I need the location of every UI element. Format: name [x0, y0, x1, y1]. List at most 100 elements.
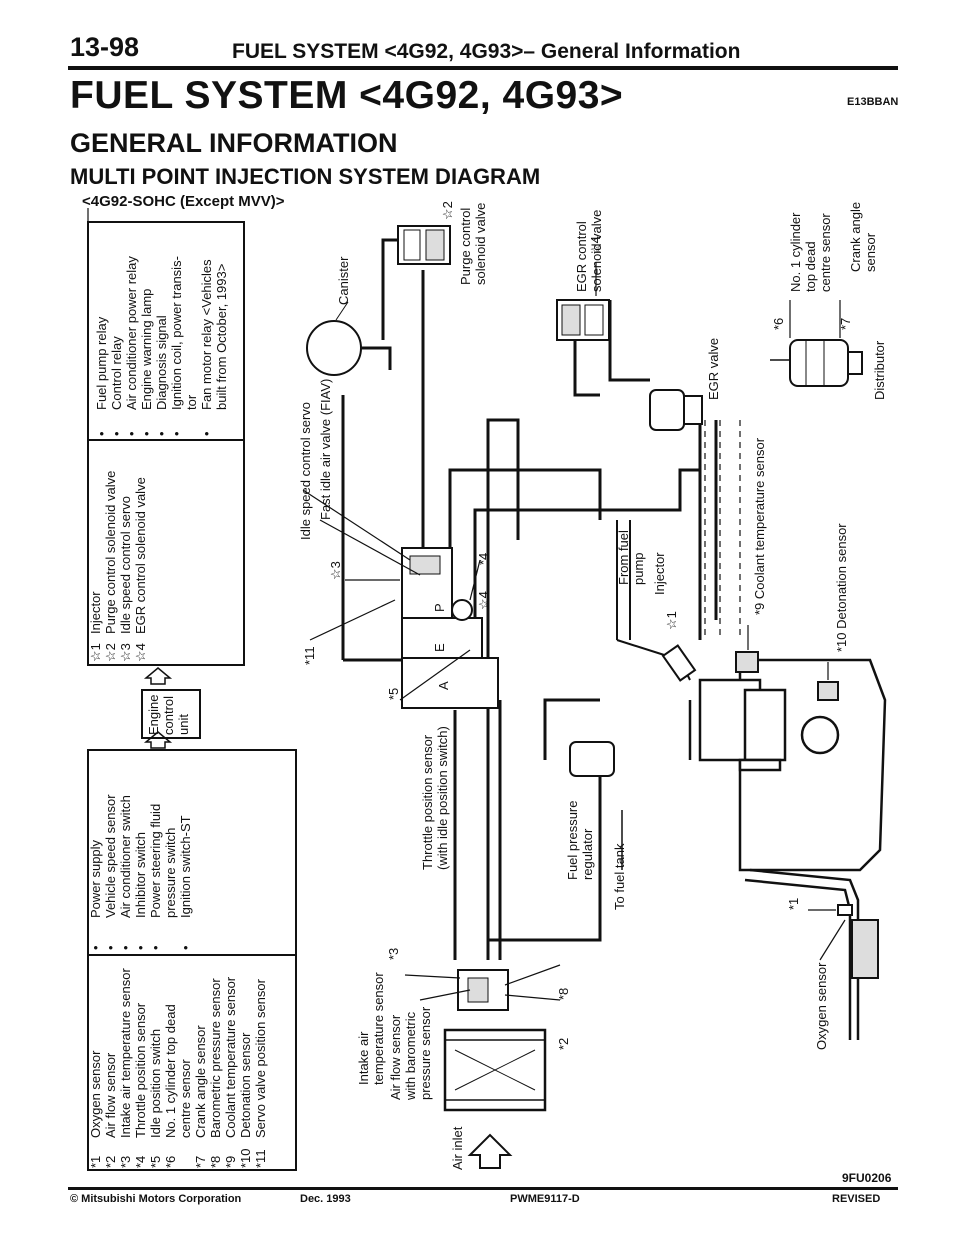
actuator-list: ☆1 Injector ☆2 Purge control solenoid va…	[88, 471, 148, 662]
purge-label-2: solenoid valve	[473, 203, 488, 285]
isc-servo-label: Idle speed control servo	[298, 402, 313, 540]
iat-label-1: Intake air	[356, 1031, 371, 1085]
afs-label-3: pressure sensor	[418, 1006, 433, 1100]
running-title: FUEL SYSTEM <4G92, 4G93>– General Inform…	[232, 40, 741, 63]
mark4-group: *4	[476, 553, 491, 565]
output-label-3: Air conditioner power relay	[124, 256, 139, 410]
sensor-label-7: Crank angle sensor	[193, 1025, 208, 1138]
star4-tps-label: ☆4	[476, 591, 491, 610]
egr-valve-label: EGR valve	[706, 338, 721, 400]
sensor-list: *1 Oxygen sensor *2 Air flow sensor *3 I…	[88, 968, 268, 1168]
detonation-label: *10 Detonation sensor	[834, 523, 849, 652]
sensor-mark-1: *1	[88, 1156, 103, 1168]
detonation-sensor	[817, 681, 839, 701]
output-mark-2: •	[109, 431, 124, 436]
fpr-label-group: Fuel pressure regulator	[565, 801, 595, 880]
diagram-title: MULTI POINT INJECTION SYSTEM DIAGRAM	[70, 164, 541, 189]
actuator-mark-2: ☆2	[103, 643, 118, 662]
air-inlet-label-group: Air inlet	[450, 1126, 465, 1170]
output-label-6: Ignition coil, power transis-	[169, 256, 184, 410]
figure-code-label: 9FU0206	[842, 1171, 892, 1185]
sensor-label-10: Detonation sensor	[238, 1032, 253, 1138]
signal-flow-arrows	[143, 667, 173, 749]
footer-doc-code: PWME9117-D	[510, 1193, 580, 1205]
letter-a-group: A	[436, 681, 451, 690]
input-mark-6: •	[178, 945, 193, 950]
sensor-mark-11: *11	[253, 1149, 268, 1168]
output-label-1: Fuel pump relay	[94, 316, 109, 410]
injector	[616, 520, 697, 682]
engine-variant: <4G92-SOHC (Except MVV)>	[82, 193, 285, 210]
sensor-label-5: Idle position switch	[148, 1029, 163, 1138]
footer-copyright: © Mitsubishi Motors Corporation	[70, 1193, 242, 1205]
egr-valve-label-group: EGR valve	[706, 338, 721, 400]
coolant-sensor	[735, 651, 759, 673]
table-frame	[87, 221, 297, 1171]
isc-label-group: Idle speed control servo	[298, 402, 313, 540]
output-label-7b: built from October, 1993>	[214, 264, 229, 410]
input-mark-5: •	[148, 945, 163, 950]
sensor-mark-8: *8	[208, 1156, 223, 1168]
star4-egr-label: ☆4	[588, 236, 603, 255]
tdc-label-1: No. 1 cylinder	[788, 212, 803, 292]
to-tank-label-group: To fuel tank	[612, 843, 627, 910]
output-label-5: Diagnosis signal	[154, 315, 169, 410]
actuator-label-3: Idle speed control servo	[118, 496, 133, 634]
output-mark-7: •	[199, 431, 214, 436]
oxygen-label: Oxygen sensor	[814, 962, 829, 1050]
mark1-group: *1	[786, 898, 801, 910]
ecu-line-2: control	[161, 696, 176, 735]
purge-label-1: Purge control	[458, 208, 473, 285]
detonation-label-group: *10 Detonation sensor	[834, 523, 849, 652]
mark3-label: *3	[386, 948, 401, 960]
output-label-4: Engine warning lamp	[139, 289, 154, 410]
coolant-label-group: *9 Coolant temperature sensor	[752, 437, 767, 615]
input-label-2: Vehicle speed sensor	[103, 794, 118, 918]
letter-p-group: P	[432, 603, 447, 612]
input-label-5: Power steering fluid	[148, 804, 163, 918]
air-inlet-arrow	[467, 1133, 513, 1169]
afs-label-2: with barometric	[403, 1011, 418, 1101]
engine-control-unit: Engine control unit	[141, 689, 201, 739]
mark6-label: *6	[771, 318, 786, 330]
section-subtitle: GENERAL INFORMATION	[70, 128, 398, 158]
tdc-label-2: top dead	[803, 241, 818, 292]
egr-valve	[649, 389, 703, 431]
section-code: E13BBAN	[847, 96, 899, 108]
output-mark-6: •	[169, 431, 184, 436]
purge-control-solenoid-valve	[397, 225, 451, 265]
actuator-label-2: Purge control solenoid valve	[103, 471, 118, 634]
sensor-label-9: Coolant temperature sensor	[223, 976, 238, 1138]
ecu-line-3: unit	[176, 714, 191, 735]
fiav-label-group: Fast idle air valve (FIAV)	[318, 379, 333, 520]
input-mark-3: •	[118, 945, 133, 950]
iat-label-2: temperature sensor	[371, 972, 386, 1085]
mark5-label: *5	[386, 688, 401, 700]
sensor-label-3: Intake air temperature sensor	[118, 968, 133, 1138]
tps-label-2: (with idle position switch)	[435, 726, 450, 870]
mark3-group: *3	[386, 948, 401, 960]
sensor-label-6: No. 1 cylinder top dead	[163, 1004, 178, 1138]
distributor-label-group: Distributor	[872, 340, 887, 400]
from-fuel-label-2: pump	[631, 552, 646, 585]
letter-p: P	[432, 603, 447, 612]
input-list: • Power supply • Vehicle speed sensor • …	[88, 794, 193, 950]
header-rule	[68, 66, 898, 70]
from-fuel-label-group: From fuel pump	[616, 530, 646, 585]
input-mark-1: •	[88, 945, 103, 950]
output-mark-5: •	[154, 431, 169, 436]
actuator-label-4: EGR control solenoid valve	[133, 477, 148, 634]
star3-label: ☆3	[328, 561, 343, 580]
sensor-mark-6: *6	[163, 1156, 178, 1168]
output-mark-3: •	[124, 431, 139, 436]
mark11-group: *11	[302, 646, 317, 665]
egr-ctrl-label-group: EGR control solenoid valve	[574, 210, 604, 292]
crank-label-1: Crank angle	[848, 202, 863, 272]
input-mark-2: •	[103, 945, 118, 950]
actuator-mark-4: ☆4	[133, 643, 148, 662]
sensor-label-1: Oxygen sensor	[88, 1050, 103, 1138]
fuel-pressure-regulator	[569, 741, 615, 777]
sensor-mark-10: *10	[238, 1148, 253, 1168]
oxygen-label-group: Oxygen sensor	[814, 962, 829, 1050]
